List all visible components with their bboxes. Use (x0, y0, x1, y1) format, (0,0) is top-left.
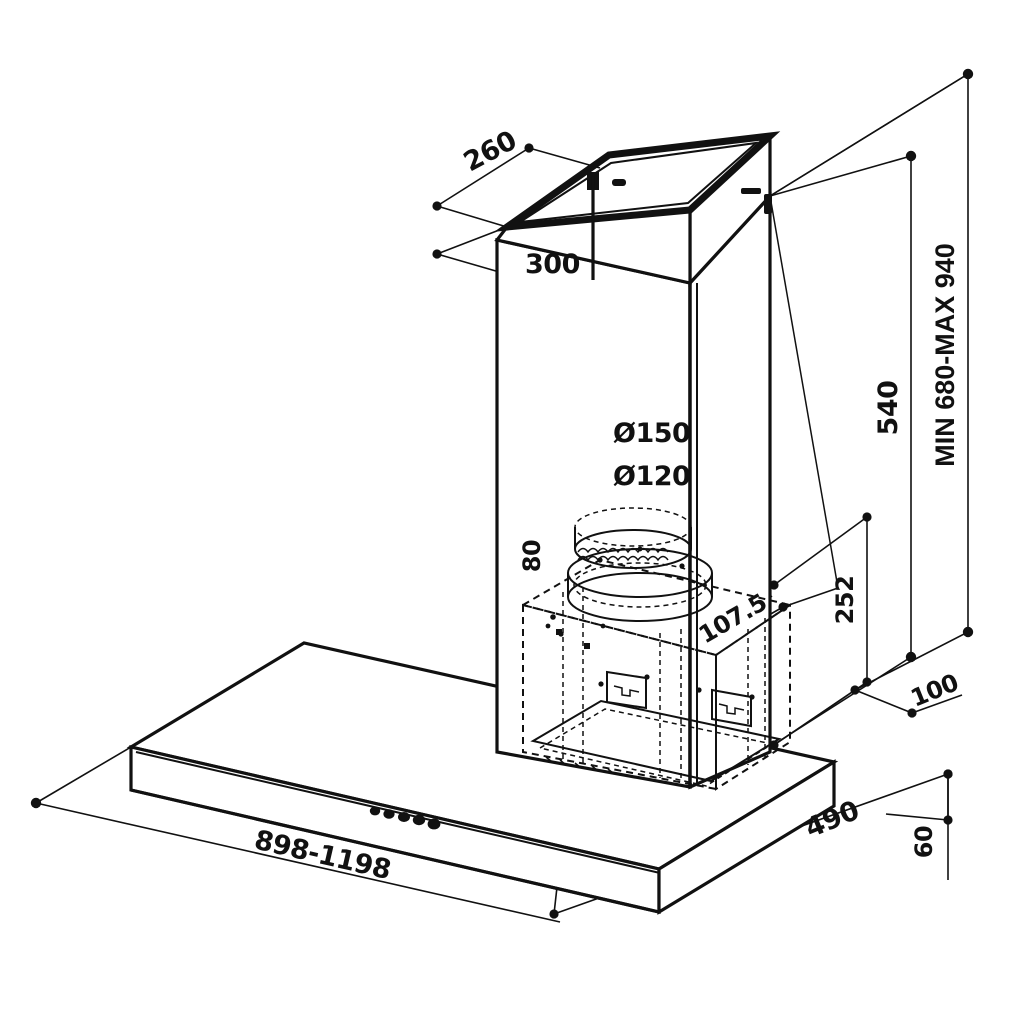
dim-label-300: 300 (525, 249, 580, 280)
dim-label-min-max: MIN 680-MAX 940 (930, 243, 960, 467)
dim-label-260: 260 (459, 125, 522, 178)
control-button[interactable] (369, 806, 381, 816)
dim-label-252: 252 (831, 576, 859, 625)
dim-label-80: 80 (518, 540, 546, 572)
dim-label-120: Ø120 (613, 461, 690, 492)
dim-label-150: Ø150 (613, 418, 690, 449)
chimney-front-edge-overlay (688, 283, 698, 787)
control-button[interactable] (383, 809, 395, 819)
dim-label-540: 540 (873, 381, 904, 436)
control-button[interactable] (412, 814, 426, 826)
control-button[interactable] (398, 812, 410, 822)
control-button[interactable] (427, 818, 441, 830)
wall-reference-plane (769, 73, 969, 589)
dim-label-100: 100 (907, 668, 963, 712)
dim-label-60: 60 (910, 826, 938, 858)
chimney-upper (494, 131, 781, 288)
control-panel[interactable] (369, 806, 441, 830)
canopy (126, 641, 839, 915)
motor-housing (520, 558, 793, 791)
